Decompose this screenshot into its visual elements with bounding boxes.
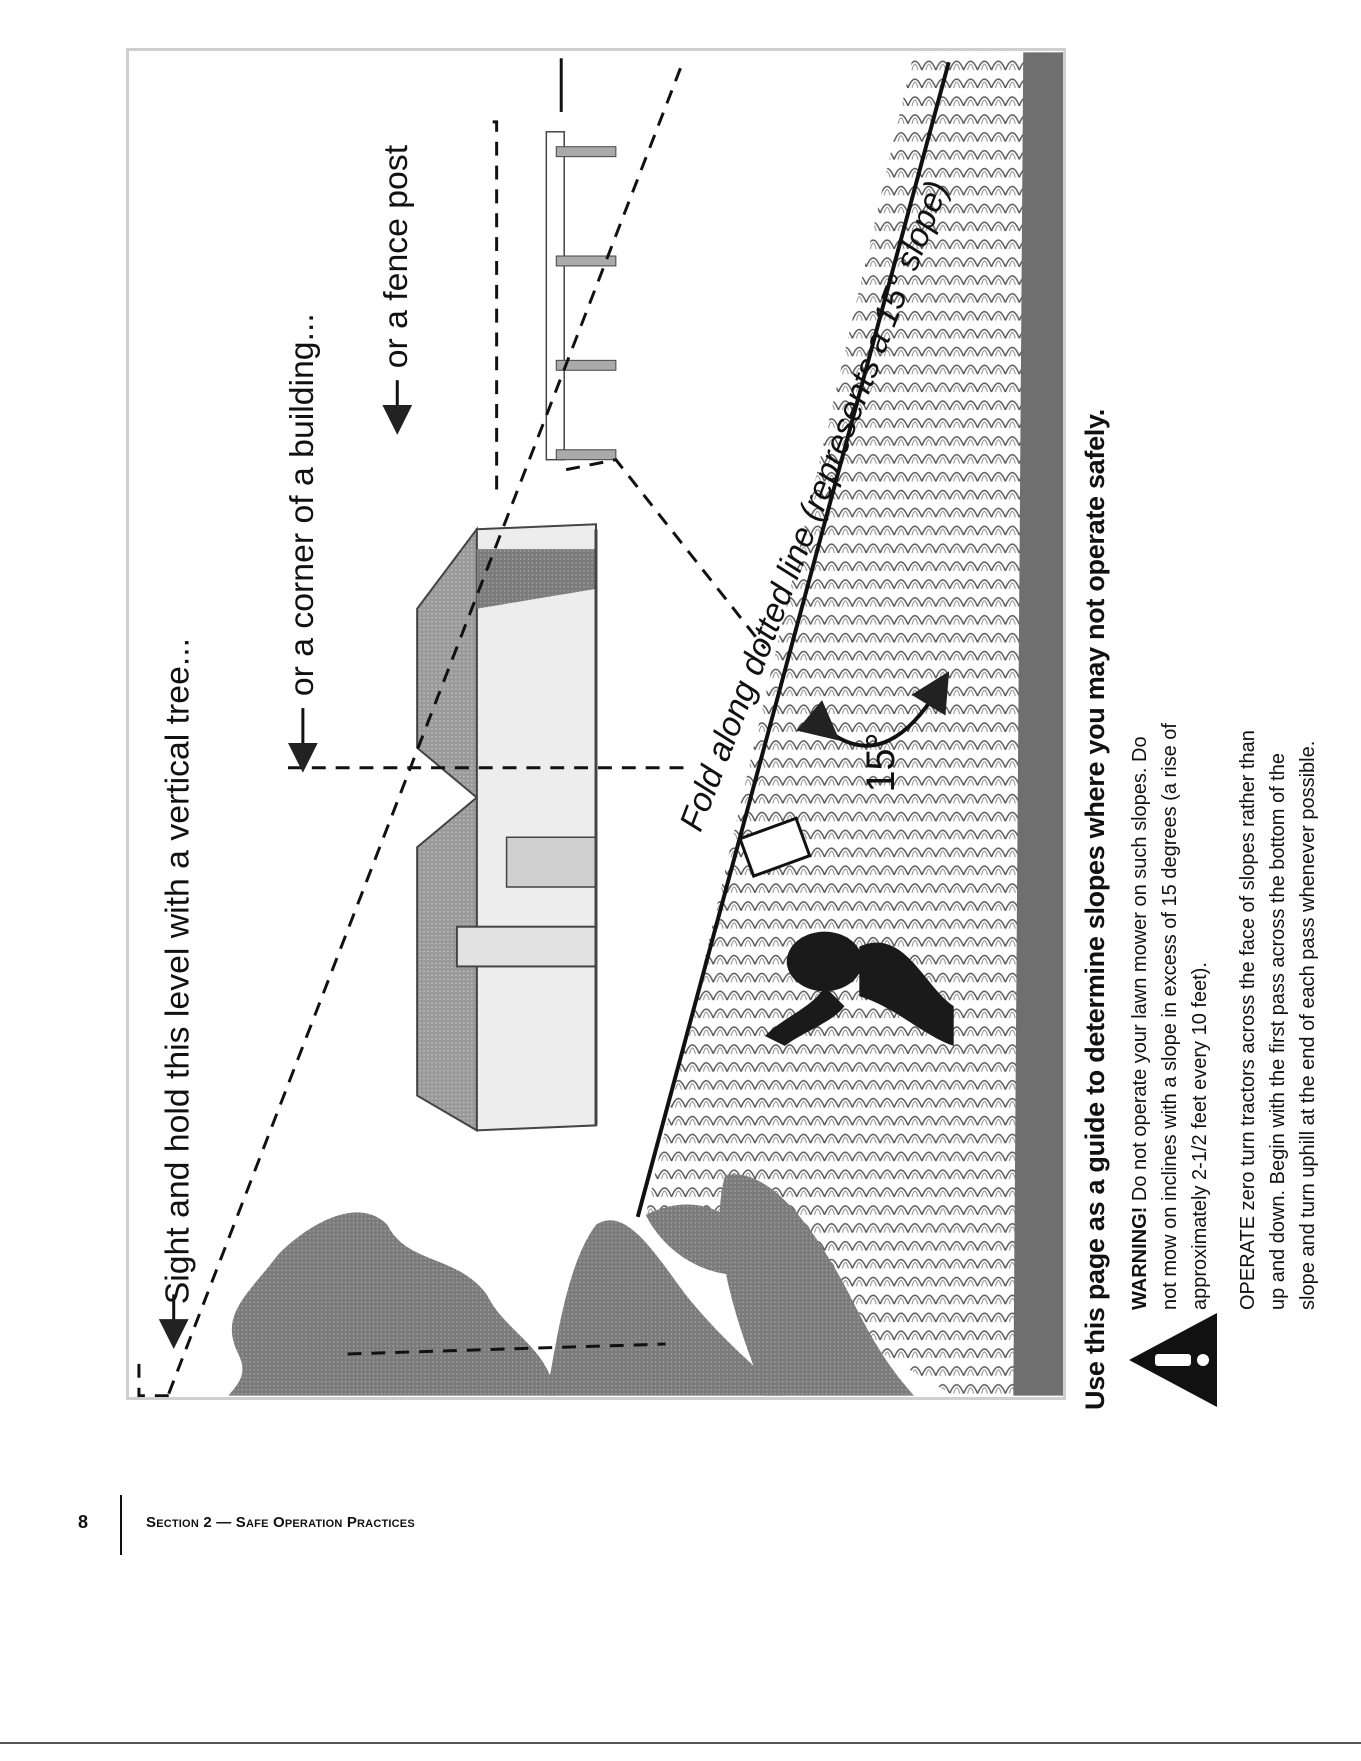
instruction-3-label: or a fence post xyxy=(377,144,415,368)
house xyxy=(416,523,598,1133)
angle-label: 15° xyxy=(859,732,903,792)
warning-label: WARNING! xyxy=(1129,1206,1151,1310)
slope-scene: Sight and hold this level with a vertica… xyxy=(137,52,1063,1397)
slope-line xyxy=(635,61,951,1218)
footer-divider xyxy=(120,1495,122,1555)
warning-row: WARNING! Do not operate your lawn mower … xyxy=(1125,710,1341,1410)
warning-paragraph: WARNING! Do not operate your lawn mower … xyxy=(1125,710,1215,1310)
caption-block: Use this page as a guide to determine sl… xyxy=(1080,409,1319,1410)
page-number: 8 xyxy=(78,1512,89,1532)
page-bottom-edge xyxy=(0,1742,1361,1744)
arrows xyxy=(158,380,413,1349)
slope-guide-illustration: Sight and hold this level with a vertica… xyxy=(126,48,1066,1400)
ground-base xyxy=(1013,52,1063,1396)
operate-paragraph: OPERATE zero turn tractors across the fa… xyxy=(1237,730,1319,1310)
instruction-1-label: Sight and hold this level with a vertica… xyxy=(159,638,197,1304)
fence xyxy=(545,131,617,461)
person-silhouette xyxy=(738,816,954,1046)
warning-text-block: WARNING! Do not operate your lawn mower … xyxy=(1125,710,1341,1310)
section-label: Section 2 — Safe Operation Practices xyxy=(146,1514,415,1531)
caption-heading: Use this page as a guide to determine sl… xyxy=(1080,409,1110,1410)
instruction-2-label: or a corner of a building... xyxy=(283,313,321,696)
warning-triangle-icon xyxy=(1129,1313,1217,1407)
sight-lines xyxy=(137,67,767,1397)
angle-arc xyxy=(796,671,950,748)
ground-slope xyxy=(645,52,1063,1396)
